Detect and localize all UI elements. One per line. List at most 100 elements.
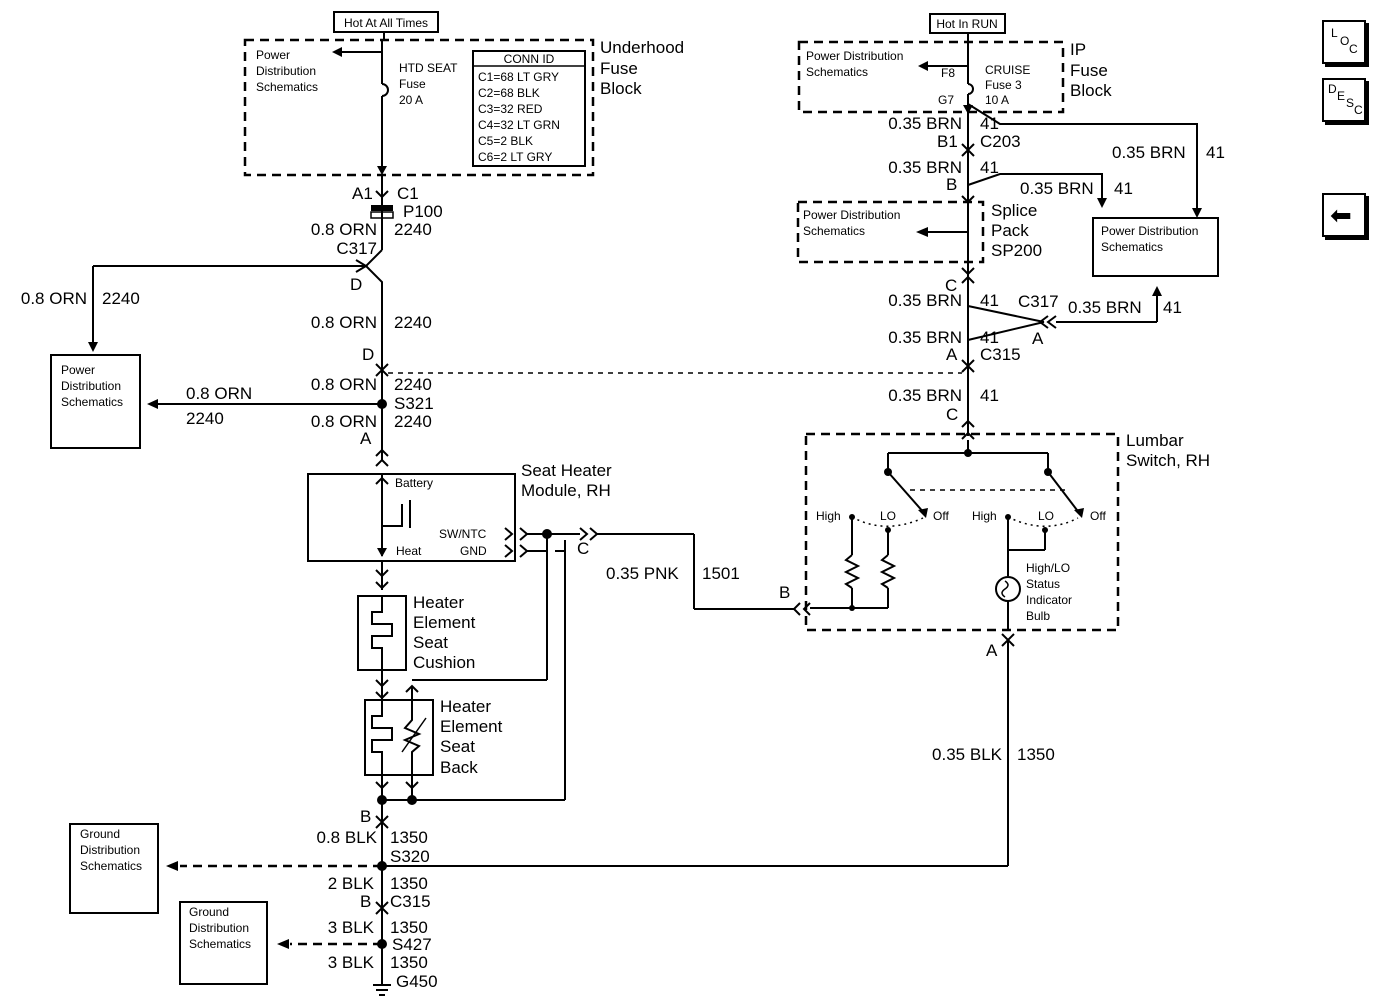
wire-circuit-label: 1350 [390,874,428,893]
ip-pds-label: Power Distribution Schematics [806,49,907,79]
wire-circuit-label: 41 [1114,179,1133,198]
a-pin-label: A [360,429,372,448]
wire-circuit-label: 41 [1206,143,1225,162]
wire-circuit-label: 2240 [186,409,224,428]
pds-splice-label: Power Distribution Schematics [803,208,904,238]
a-pin-label: A [946,345,958,364]
htd-seat-fuse-symbol [381,83,389,97]
wire-gauge-label: 0.35 BRN [888,386,962,405]
wire-circuit-label: 1350 [390,953,428,972]
d-pin-label: D [350,275,362,294]
loc-letter: C [1349,42,1358,56]
wire-gauge-label: 0.35 BRN [888,328,962,347]
wire-gauge-label: 0.35 BRN [1068,298,1142,317]
c315-label: C315 [980,345,1021,364]
c317-label: C317 [1018,292,1059,311]
c-pin-label: C [946,405,958,424]
hot-at-all-times-label: Hot At All Times [344,16,428,30]
resistor-symbol [843,554,861,589]
c-pin-label: C [577,539,589,558]
wire-gauge-label: 0.8 ORN [311,375,377,394]
pds-left-label: Power Distribution Schematics [61,363,124,409]
ground-distribution-schematics-box[interactable] [179,901,268,985]
desc-letter: D [1328,82,1337,96]
b-pin-label: B [946,175,957,194]
desc-letter: E [1337,89,1346,103]
wire-gauge-label: 0.35 BRN [1112,143,1186,162]
back-button[interactable]: ⬅ [1322,193,1366,237]
cruise-fuse-label: CRUISE Fuse 3 10 A [985,63,1034,107]
wire-circuit-label: 2240 [102,289,140,308]
wire-circuit-label: 2240 [394,313,432,332]
cruise-fuse-symbol [967,83,974,95]
wire-circuit-label: 2240 [394,220,432,239]
b1-pin-label: B1 [937,132,958,151]
p100-label: P100 [403,202,443,221]
wire-circuit-label: 41 [980,158,999,177]
wire-circuit-label: 1350 [1017,745,1055,764]
heater-element-seat-cushion-label: Heater Element Seat Cushion [413,593,480,672]
g450-label: G450 [396,972,438,991]
wire-circuit-label: 41 [980,291,999,310]
heater-element-seat-back-box [364,699,434,776]
p100-connector-symbol [371,205,393,211]
wire-gauge-label: 0.8 ORN [21,289,87,308]
lumbar-switch-outline [804,432,1120,632]
wire-circuit-label: 1350 [390,918,428,937]
wire-gauge-label: 0.35 BRN [1020,179,1094,198]
a-pin-label: A [1032,329,1044,348]
power-distribution-schematics-box[interactable] [50,354,141,449]
lo-label: LO [1038,509,1054,523]
wire-gauge-label: 0.35 PNK [606,564,679,583]
wire-gauge-label: 0.8 ORN [311,220,377,239]
hot-in-run-label: Hot In RUN [936,17,997,31]
gds-label: Ground Distribution Schematics [80,827,143,873]
ground-distribution-schematics-box[interactable] [69,823,159,914]
heat-label: Heat [396,544,422,558]
indicator-bulb-icon [995,576,1021,602]
f8-label: F8 [941,66,955,80]
wire-gauge-label: 0.35 BLK [932,745,1003,764]
high-label: High [972,509,997,523]
c1-pin-label: C1 [397,184,419,203]
wire-gauge-label: 0.35 BRN [888,291,962,310]
off-label: Off [1090,509,1106,523]
loc-letter: O [1340,34,1350,48]
off-label: Off [933,509,949,523]
left-arrow-icon: ⬅ [1330,201,1352,231]
a1-pin-label: A1 [352,184,373,203]
description-button[interactable]: D E S C [1322,78,1366,122]
g7-label: G7 [938,93,954,107]
splice-pack-outline [796,200,985,264]
b-pin-label: B [779,583,790,602]
lumbar-switch-title: Lumbar Switch, RH [1126,431,1210,470]
battery-label: Battery [395,476,433,490]
c-pin-label: C [945,276,957,295]
a-pin-label: A [986,641,998,660]
location-button[interactable]: L O C [1322,20,1366,64]
wire-gauge-label: 0.8 ORN [186,384,252,403]
hot-at-all-times-box [333,11,439,33]
heating-element-symbol [371,596,393,670]
ground-symbol [373,984,391,996]
indicator-bulb-label: High/LO Status Indicator Bulb [1026,561,1075,623]
gnd-label: GND [460,544,487,558]
d-pin-label: D [362,345,374,364]
wire-gauge-label: 0.8 BLK [317,828,378,847]
wire-gauge-label: 0.8 ORN [311,313,377,332]
wire-circuit-label: 1350 [390,828,428,847]
power-distribution-schematics-box[interactable] [1092,217,1219,277]
underhood-pds-label: Power Distribution Schematics [256,48,319,94]
pds-right-label: Power Distribution Schematics [1101,224,1202,254]
s320-label: S320 [390,847,430,866]
heater-element-seat-back-label: Heater Element Seat Back [440,697,507,777]
loc-letter: L [1331,26,1338,40]
seat-heater-module-title: Seat Heater Module, RH [521,461,616,500]
b-pin-label: B [360,892,371,911]
s321-label: S321 [394,394,434,413]
wire-gauge-label: 3 BLK [328,953,375,972]
c315-label: C315 [390,892,431,911]
sw-ntc-label: SW/NTC [439,527,487,541]
wire-gauge-label: 0.35 BRN [888,158,962,177]
